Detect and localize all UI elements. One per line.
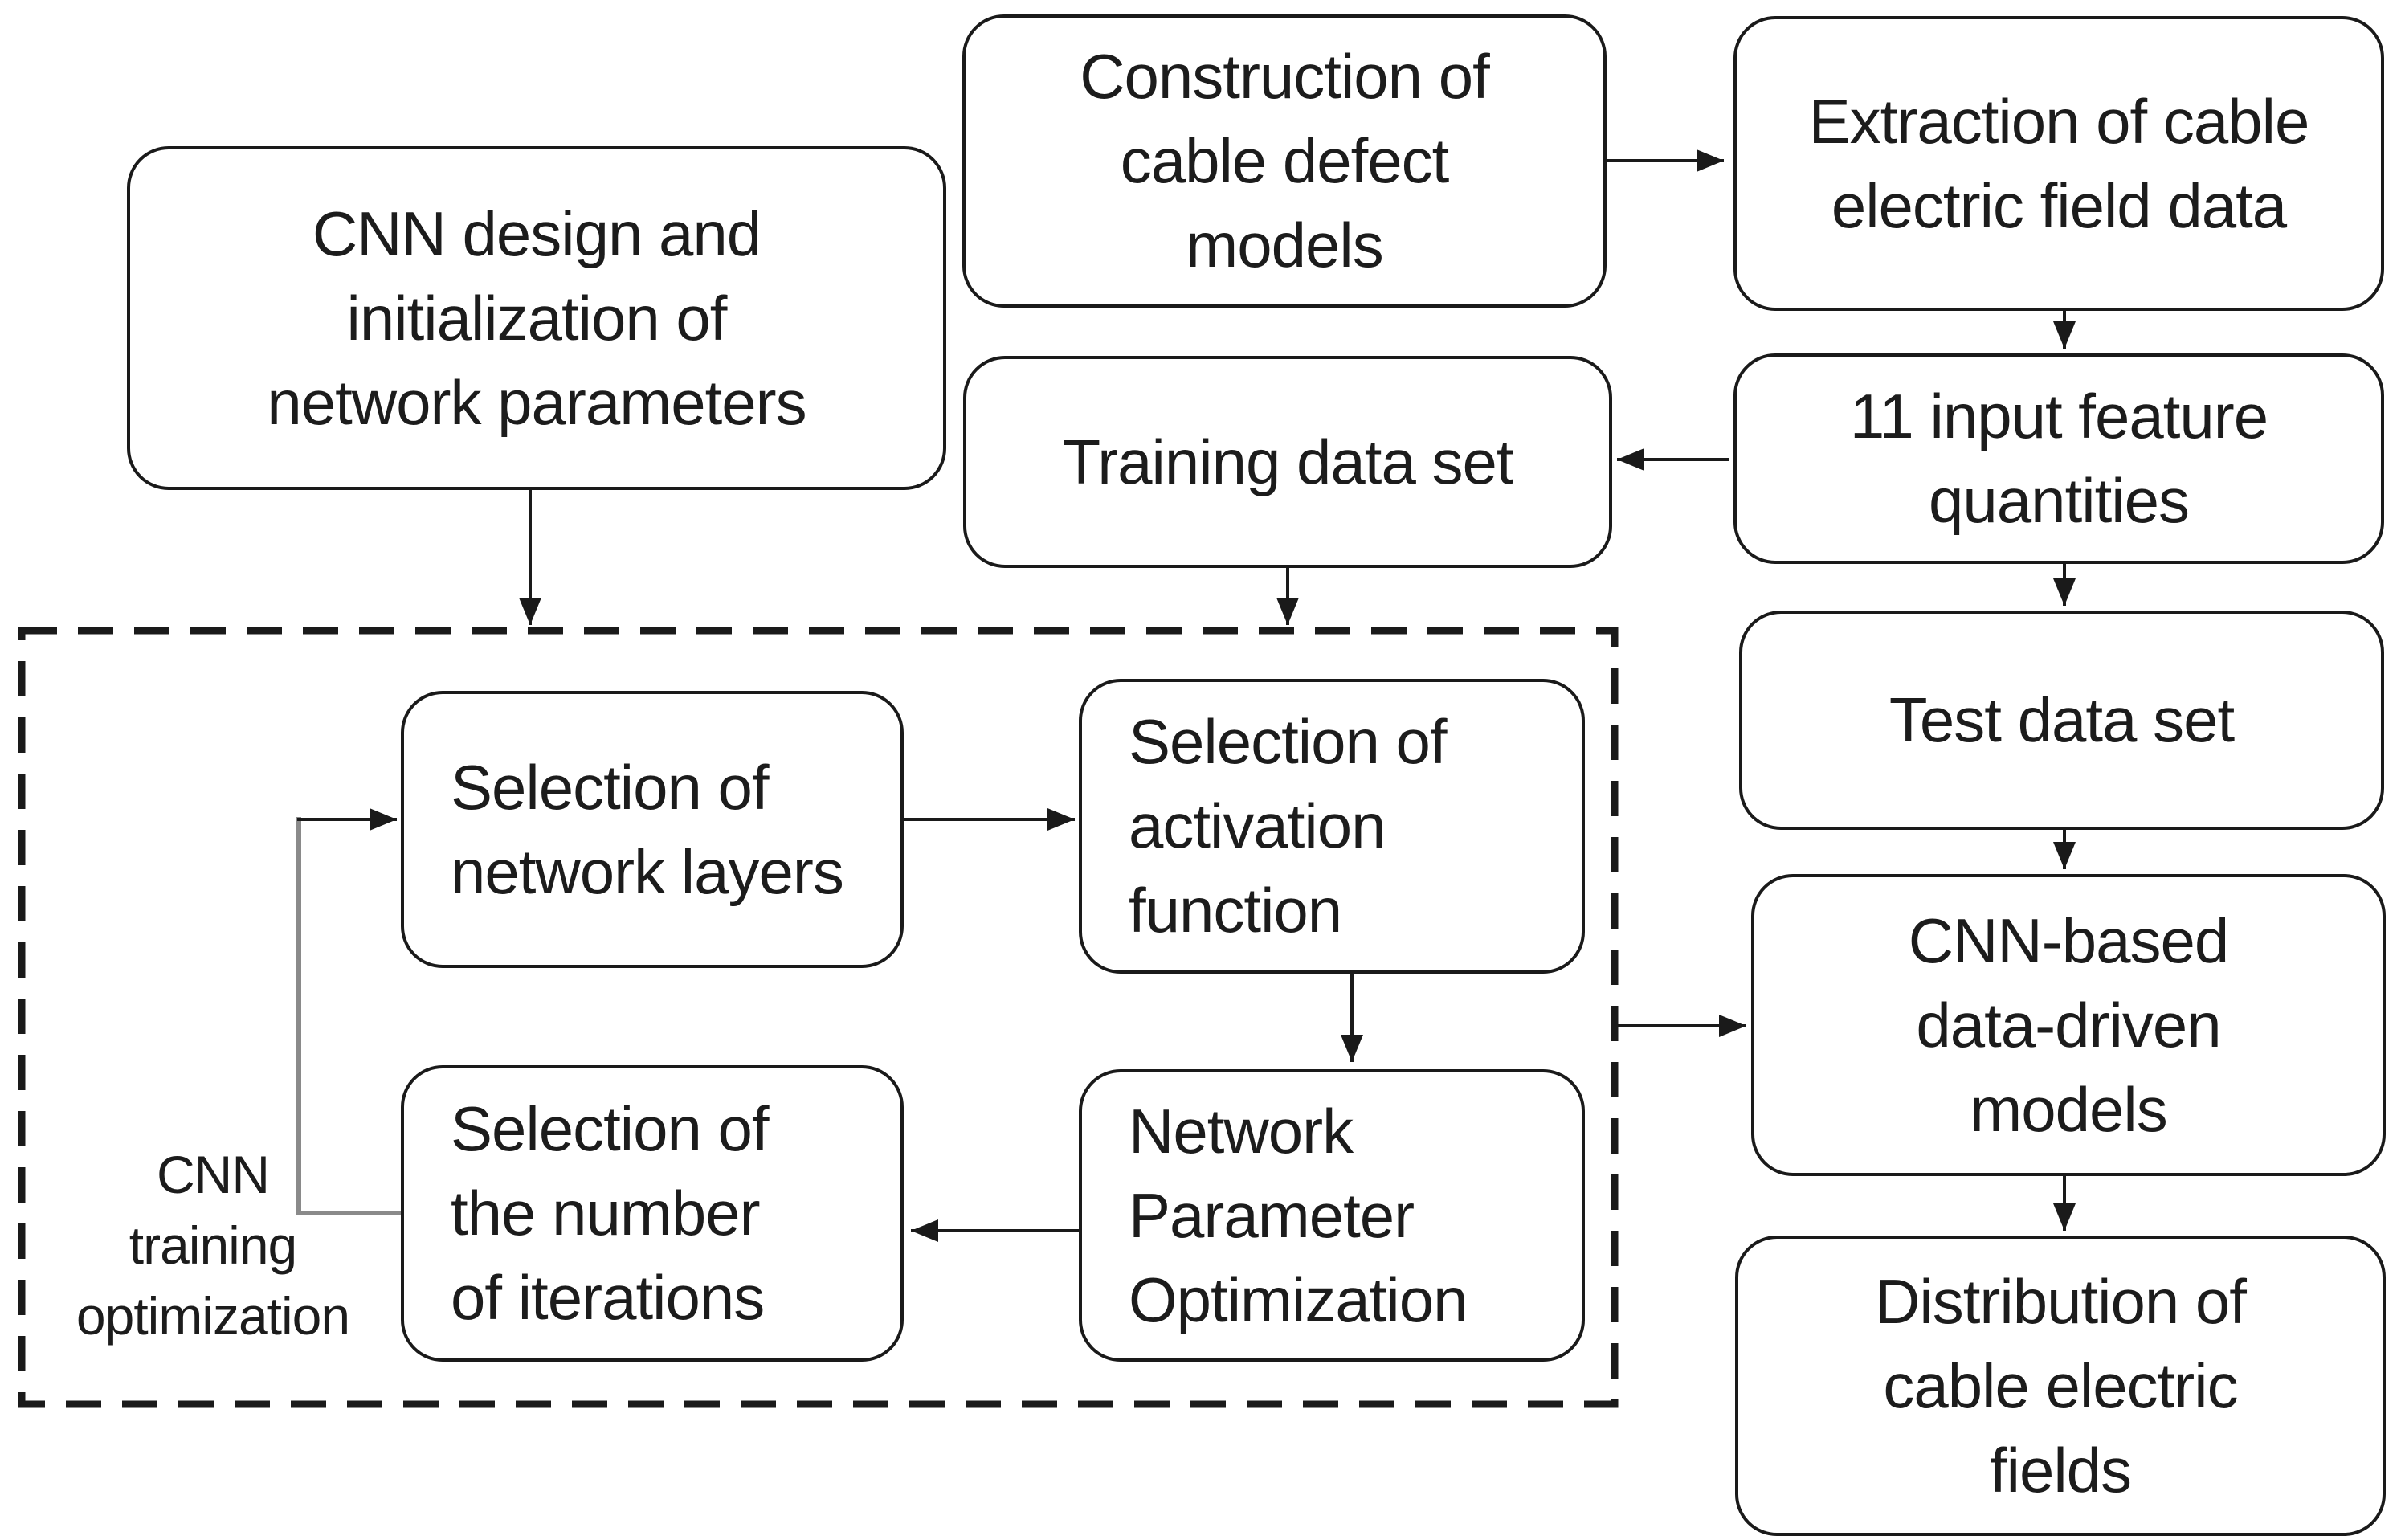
node-line: cable electric	[1883, 1350, 2238, 1421]
node-extraction: Extraction of cable electric field data	[1733, 16, 2384, 311]
node-line: CNN design and	[312, 198, 762, 269]
node-line: initialization of	[346, 282, 728, 353]
node-construction: Construction of cable defect models	[962, 14, 1607, 308]
node-selection-activation: Selection of activation function	[1079, 679, 1585, 974]
node-network-param-opt: Network Parameter Optimization	[1079, 1069, 1585, 1362]
node-line: fields	[1989, 1434, 2132, 1505]
loop-label-cnn-training-optimization: CNN training optimization	[44, 1133, 382, 1358]
node-line: electric field data	[1831, 170, 2287, 241]
node-line: Extraction of cable	[1808, 85, 2310, 157]
node-cnn-design: CNN design and initialization of network…	[127, 146, 946, 490]
node-cnn-models: CNN-based data-driven models	[1751, 874, 2386, 1176]
node-line: Distribution of	[1875, 1265, 2247, 1337]
node-line: Training data set	[1062, 426, 1513, 497]
node-line: data-driven	[1916, 989, 2221, 1060]
node-line: Construction of	[1080, 41, 1490, 112]
node-line: network parameters	[267, 366, 806, 438]
node-training-set: Training data set	[963, 356, 1612, 568]
node-line: models	[1186, 210, 1383, 280]
node-line: CNN-based	[1908, 905, 2229, 976]
node-line: Selection of	[451, 751, 770, 823]
node-line: the number	[451, 1178, 761, 1248]
node-line: Optimization	[1129, 1264, 1468, 1335]
loop-label-line: CNN	[157, 1145, 270, 1204]
node-line: quantities	[1929, 465, 2190, 536]
node-line: Parameter	[1129, 1179, 1415, 1251]
node-line: activation	[1129, 790, 1386, 861]
node-line: Selection of	[451, 1093, 770, 1164]
node-test-set: Test data set	[1739, 611, 2384, 830]
node-input-features: 11 input feature quantities	[1733, 353, 2384, 564]
loop-label-line: training	[129, 1215, 297, 1275]
cnn-training-optimization-block-border	[18, 627, 1619, 1408]
loop-label-line: optimization	[76, 1286, 350, 1346]
node-line: Selection of	[1129, 706, 1448, 777]
node-selection-layers: Selection of network layers	[401, 691, 904, 968]
node-line: Test data set	[1889, 684, 2235, 755]
node-line: models	[1970, 1073, 2167, 1145]
node-line: function	[1129, 875, 1342, 946]
node-line: 11 input feature	[1849, 381, 2268, 451]
node-selection-iterations: Selection of the number of iterations	[401, 1065, 904, 1362]
node-line: network layers	[451, 835, 844, 907]
node-line: cable defect	[1120, 125, 1450, 196]
node-line: Network	[1129, 1095, 1354, 1166]
node-line: of iterations	[451, 1262, 765, 1333]
node-distribution: Distribution of cable electric fields	[1735, 1236, 2386, 1536]
